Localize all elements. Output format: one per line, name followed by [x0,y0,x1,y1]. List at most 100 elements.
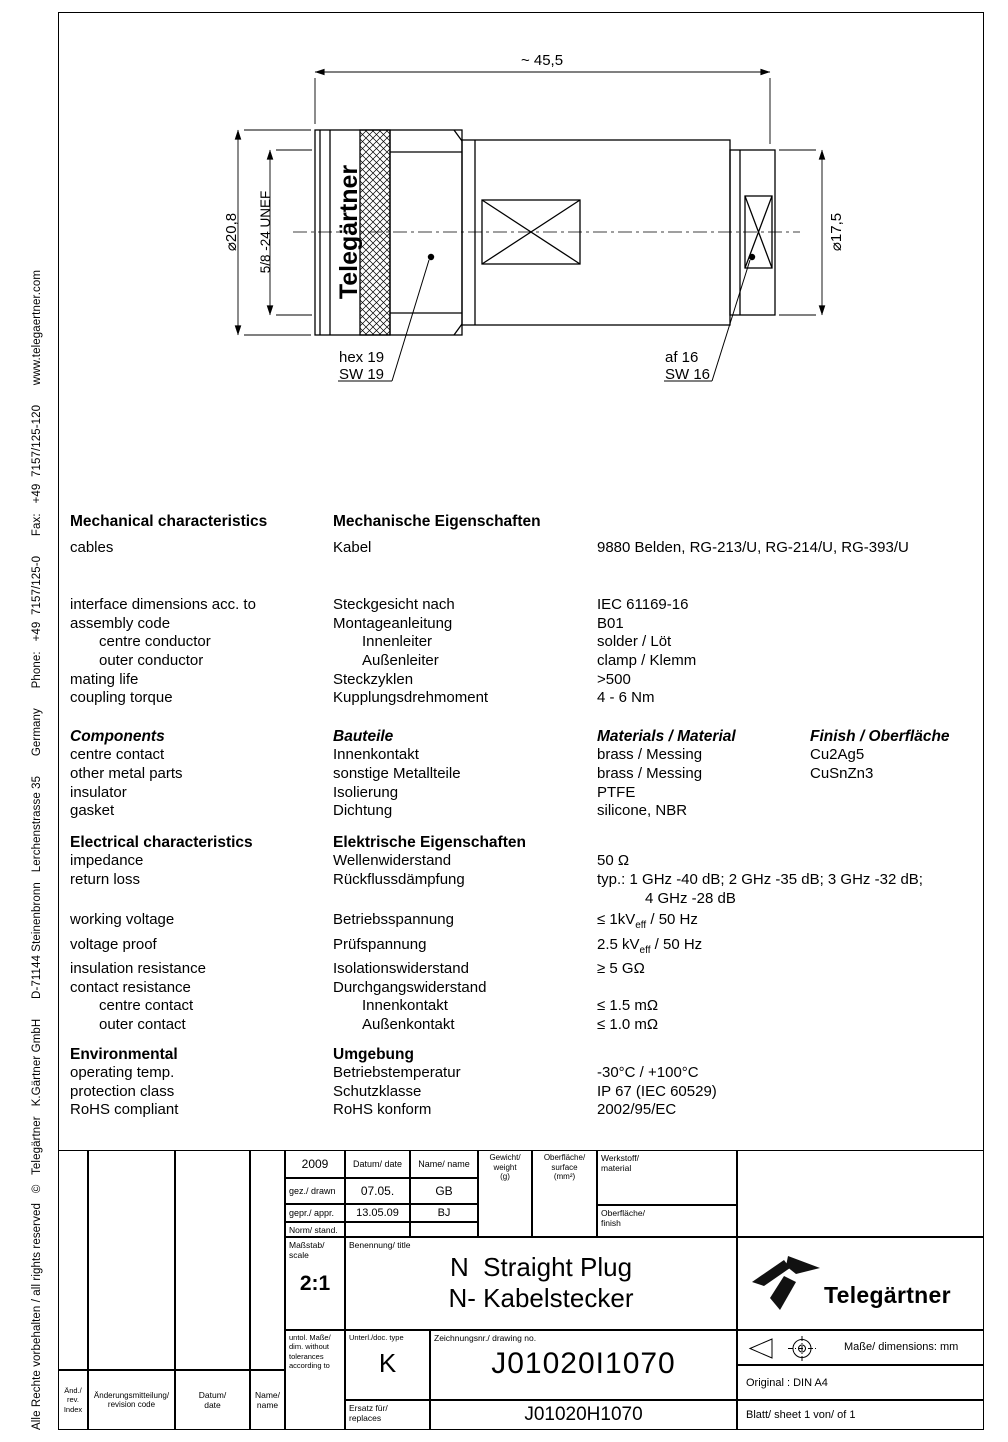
section-title-en: Mechanical characteristics [70,513,268,530]
spec-en: impedance [70,852,144,870]
spec-en: centre contact [99,997,194,1015]
spec-value: 2.5 kVeff / 50 Hz [597,936,972,961]
drawn-name: GB [410,1178,478,1204]
hex-label-line2: SW 19 [339,366,384,383]
spec-value: ≤ 1.0 mΩ [597,1016,659,1034]
doctype-label: Unterl./doc. type [349,1333,404,1342]
spec-finish [810,802,972,821]
spec-row-return-loss-cont: 4 GHz -28 dB [70,890,972,909]
spec-row-rohs: RoHS compliant RoHS konform 2002/95/EC [70,1101,972,1120]
spec-en: gasket [70,802,115,820]
weight-cell: Gewicht/ weight (g) [478,1150,532,1237]
section-header-mechanical: Mechanical characteristics Mechanische E… [70,513,972,532]
section-title-materials: Materials / Material [597,727,736,745]
hex-label-line1: hex 19 [339,349,384,366]
section-header-environmental: Environmental Umgebung [70,1046,972,1065]
spec-material: brass / Messing [597,746,703,764]
af-label-line2: SW 16 [665,366,710,383]
value-part: / 50 Hz [650,935,703,953]
spec-row-insulator: insulator Isolierung PTFE [70,784,972,803]
year-cell: 2009 [285,1150,345,1178]
leader-dot-hex [427,253,435,261]
spec-en: cables [70,538,114,556]
weight-label: Gewicht/ weight (g) [489,1153,521,1182]
dim-outer-diameter: ⌀20,8 [223,213,240,251]
spec-row-return-loss: return loss Rückflussdämpfung typ.: 1 GH… [70,871,972,890]
section-header-electrical: Electrical characteristics Elektrische E… [70,834,972,853]
spec-de: sonstige Metallteile [333,764,461,782]
spec-en: centre conductor [99,633,211,651]
spec-row-cables: cables Kabel 9880 Belden, RG-213/U, RG-2… [70,539,972,558]
part-brand-text: Telegärtner [335,165,363,300]
spec-row-outer-conductor: outer conductor Außenleiter clamp / Klem… [70,652,972,671]
dim-rear-diameter: ⌀17,5 [828,213,845,251]
spec-row-operating-temp: operating temp. Betriebstemperatur -30°C… [70,1064,972,1083]
projection-symbol-icon [748,1336,816,1361]
label-text: Änderungsmitteilung/ revision code [93,1391,170,1409]
label-text: Datum/ date [198,1390,227,1410]
drawing-number-cell: Zeichnungsnr./ drawing no. J01020I1070 [430,1330,737,1400]
spec-en: RoHS compliant [70,1101,179,1119]
spec-value: clamp / Klemm [597,651,697,669]
material-cell: Werkstoff/ material [597,1150,737,1205]
doctype-value: K [378,1348,397,1379]
spec-row-impedance: impedance Wellenwiderstand 50 Ω [70,852,972,871]
title-block: Änd./ rev. Index Änderungsmitteilung/ re… [58,1150,984,1430]
spec-value: ≤ 1.5 mΩ [597,997,659,1015]
revision-index-label: Änd./ rev. Index [58,1370,88,1430]
section-box [481,199,581,265]
spec-value: 50 Ω [597,852,630,870]
approved-name: BJ [410,1204,478,1222]
value-subscript: eff [639,944,651,956]
spec-de: Steckgesicht nach [333,596,455,614]
spec-row-voltage-proof: voltage proof Prüfspannung 2.5 kVeff / 5… [70,936,972,961]
original-note: Original : DIN A4 [737,1365,984,1400]
spec-material: silicone, NBR [597,802,688,820]
spec-row-protection-class: protection class Schutzklasse IP 67 (IEC… [70,1083,972,1102]
leader-lines [338,253,756,382]
spec-value: -30°C / +100°C [597,1064,699,1082]
material-label: Werkstoff/ material [601,1153,639,1174]
finish-cell: Oberfläche/ finish [597,1205,737,1237]
norm-label: Norm/ stand. [285,1222,345,1237]
spec-de: Dichtung [333,802,393,820]
dim-thread: 5/8 -24 UNEF [258,191,273,274]
spec-row-assembly-code: assembly code Montageanleitung B01 [70,615,972,634]
spec-de: Durchgangswiderstand [333,978,487,996]
revision-date-column [175,1150,250,1370]
replaces-value: J01020H1070 [430,1400,737,1430]
spec-row-gasket: gasket Dichtung silicone, NBR [70,802,972,821]
spec-value: ≤ 1kVeff / 50 Hz [597,911,972,936]
spec-de: Rückflussdämpfung [333,870,465,888]
surface-cell: Oberfläche/ surface (mm²) [532,1150,597,1237]
surface-label: Oberfläche/ surface (mm²) [543,1153,586,1182]
norm-date [345,1222,410,1237]
imprint-vertical-text: Alle Rechte vorbehalten / all rights res… [31,269,43,1430]
spec-en: protection class [70,1082,175,1100]
logo-cell: Telegärtner [737,1237,984,1330]
sheet-note: Blatt/ sheet 1 von/ of 1 [737,1400,984,1430]
spec-de: Betriebstemperatur [333,1064,461,1082]
spec-finish: CuSnZn3 [810,764,874,782]
spec-en: return loss [70,870,141,888]
untol-cell: untol. Maße/ dim. without tolerances acc… [285,1330,345,1430]
spec-row-mating-life: mating life Steckzyklen >500 [70,671,972,690]
spec-de: Innenkontakt [362,997,448,1015]
spec-row-other-metal: other metal parts sonstige Metallteile b… [70,765,972,784]
spec-de: Isolationswiderstand [333,960,469,978]
dimensions-note: Maße/ dimensions: mm [844,1341,959,1353]
spec-en: working voltage [70,911,175,929]
spec-value: >500 [597,670,631,688]
spec-en: outer contact [99,1016,186,1034]
spec-row-contact-res-outer: outer contact Außenkontakt ≤ 1.0 mΩ [70,1016,972,1035]
spec-value: 4 - 6 Nm [597,689,655,707]
section-title-de: Mechanische Eigenschaften [333,513,541,530]
revision-name-column [250,1150,285,1370]
spec-de: Außenkontakt [362,1016,455,1034]
title-label: Benennung/ title [349,1240,411,1250]
value-subscript: eff [635,920,647,932]
spec-de: Außenleiter [362,651,439,669]
revision-code-column [88,1150,175,1370]
scale-cell: Maßstab/ scale 2:1 [285,1237,345,1330]
spec-de: Kupplungsdrehmoment [333,689,489,707]
